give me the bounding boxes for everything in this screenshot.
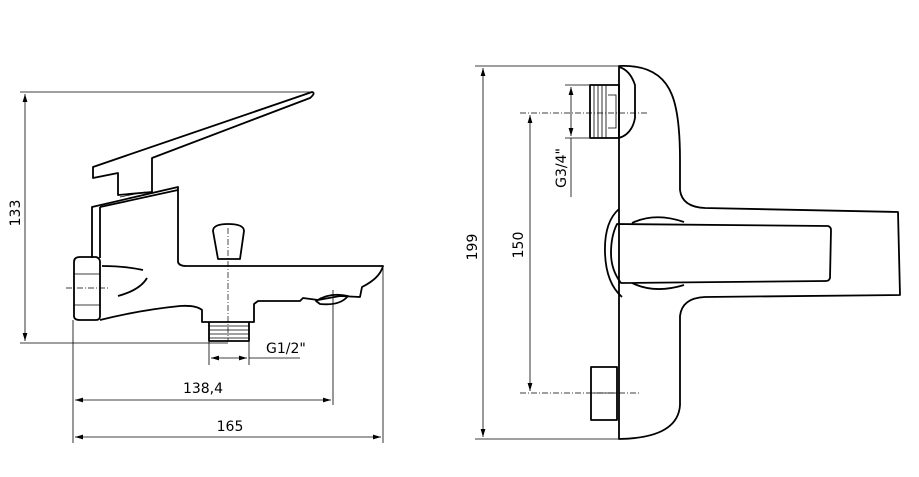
dimension-inlet-thread: G3/4"	[554, 84, 590, 197]
dimension-outlet-distance: 138,4	[72, 290, 334, 443]
faucet-body-side	[66, 91, 384, 342]
dimension-label-133: 133	[8, 200, 24, 227]
dimension-label-138-4: 138,4	[183, 381, 223, 397]
dimension-height-199: 199	[465, 65, 619, 440]
dimension-label-150: 150	[511, 232, 527, 259]
dimension-label-g34: G3/4"	[554, 148, 570, 188]
dimension-spacing-150: 150	[511, 115, 533, 391]
dimension-label-199: 199	[465, 234, 481, 261]
faucet-body-front	[520, 65, 901, 440]
side-view: 133 G1/2" 138,4 165	[8, 91, 384, 443]
front-view: 199 150 G3/4"	[465, 65, 901, 440]
dimension-label-165: 165	[217, 419, 244, 435]
dimension-total-length: 165	[75, 268, 384, 443]
dimension-label-g12: G1/2"	[266, 341, 306, 357]
dimension-height-133: 133	[8, 91, 312, 344]
dimension-outlet-thread: G1/2"	[208, 341, 306, 365]
